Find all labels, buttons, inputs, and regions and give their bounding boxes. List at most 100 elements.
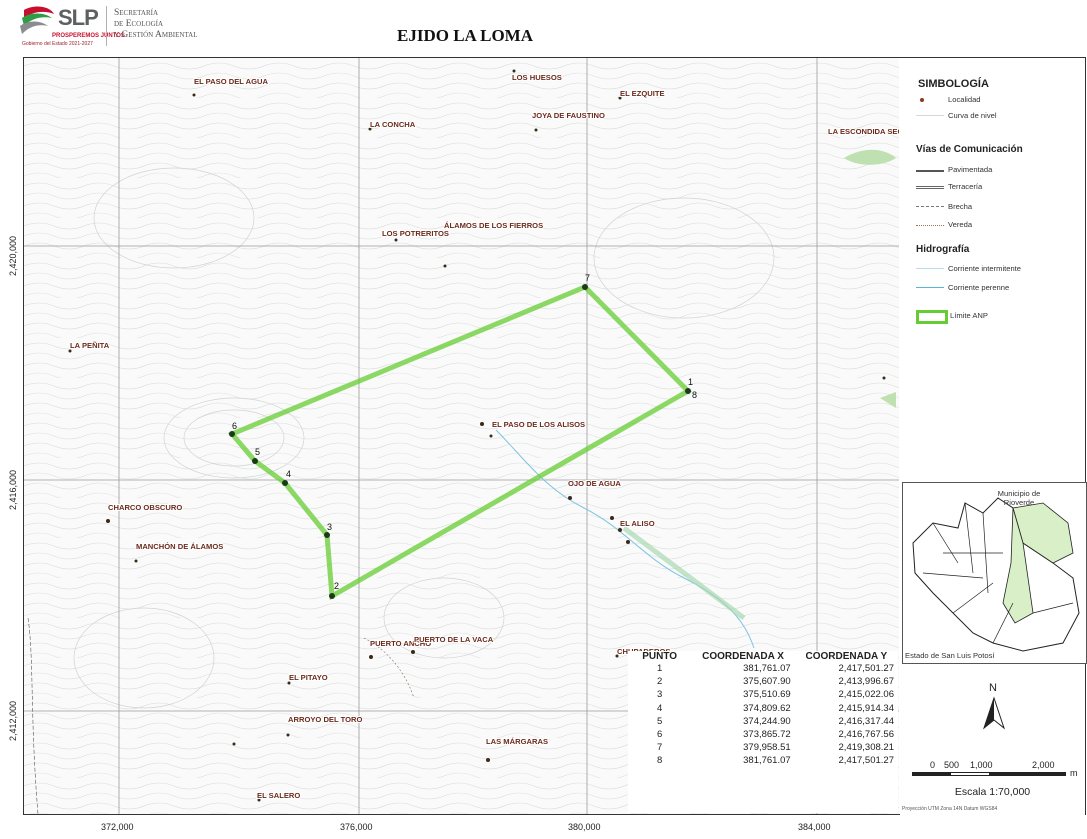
vertex-label-7: 7 <box>585 273 590 283</box>
col-header-y: COORDENADA Y <box>805 651 888 662</box>
place-label: ARROYO DEL TORO <box>288 715 362 724</box>
map-title: EJIDO LA LOMA <box>396 26 534 45</box>
place-label: JOYA DE FAUSTINO <box>532 111 605 120</box>
scale-tick: 0 <box>930 760 936 770</box>
y-tick-label: 2,412,000 <box>8 701 18 741</box>
place-label: CHARCO OBSCURO <box>108 503 182 512</box>
perennial-stream-icon <box>916 287 944 288</box>
header: SLP PROSPEREMOS JUNTOS Gobierno del Esta… <box>0 0 1087 58</box>
terraceria-road <box>27 617 39 814</box>
legend-vereda: Vereda <box>948 220 973 229</box>
scale-label: Escala 1:70,000 <box>954 786 1031 798</box>
legend-title: SIMBOLOGÍA <box>918 78 989 90</box>
x-tick-label: 376,000 <box>340 822 373 832</box>
legend-anp: Límite ANP <box>950 311 988 320</box>
municipio-label: Municipio de Rioverde <box>997 489 1041 507</box>
legend-vias-title: Vías de Comunicación <box>916 144 1023 155</box>
legend-perenne: Corriente perenne <box>948 283 1010 292</box>
y-tick-label: 2,420,000 <box>8 236 18 276</box>
contour-swirls <box>73 167 775 709</box>
vertex-label-2: 2 <box>334 581 339 591</box>
legend-brecha: Brecha <box>948 202 973 211</box>
place-label: ÁLAMOS DE LOS FIERROS <box>444 221 543 230</box>
anp-vertices <box>229 284 691 599</box>
place-label: MANCHÓN DE ÁLAMOS <box>136 542 223 551</box>
x-tick-label: 384,000 <box>798 822 831 832</box>
legend-curva: Curva de nivel <box>948 111 997 120</box>
y-axis-labels: 2,420,000 2,416,000 2,412,000 <box>8 236 18 741</box>
place-label: EL PITAYO <box>289 673 328 682</box>
vertex-label-5: 5 <box>255 447 260 457</box>
vertex-label-8: 8 <box>692 390 697 400</box>
agency-line-1: Secretaría <box>114 8 158 18</box>
place-label: LOS POTRERITOS <box>382 229 449 238</box>
contour-line-icon <box>916 115 944 116</box>
logo-text: SLP <box>58 5 99 30</box>
legend-localidad: Localidad <box>948 95 981 104</box>
logo-divider <box>106 6 107 46</box>
place-label: OJO DE AGUA <box>568 479 621 488</box>
anp-boundary-polygon[interactable] <box>227 284 693 601</box>
vertex-label-4: 4 <box>286 469 291 479</box>
dirt-road-icon <box>916 186 944 189</box>
y-tick-label: 2,416,000 <box>8 470 18 510</box>
scale-bar <box>912 772 1066 776</box>
place-label: EL PASO DE LOS ALISOS <box>492 420 585 429</box>
brecha-road <box>363 637 415 699</box>
place-label: LA ESCONDIDA SEGUNDA SECCIÓN <box>828 127 899 136</box>
place-label: LA PEÑITA <box>70 341 110 350</box>
agency-line-2: de Ecología <box>114 19 164 29</box>
vertex-label-6: 6 <box>232 421 237 431</box>
paved-road-icon <box>916 170 944 172</box>
logo-subtext: PROSPEREMOS JUNTOS <box>52 33 125 39</box>
scale-tick: 1,000 <box>970 760 993 770</box>
place-label: LAS MÁRGARAS <box>486 737 548 746</box>
vegetation-patch-2 <box>880 392 896 408</box>
intermittent-stream-icon <box>916 268 944 269</box>
vegetation-patch <box>844 149 896 165</box>
vertex-label-1: 1 <box>688 377 693 387</box>
vereda-icon <box>916 225 944 226</box>
state-label: Estado de San Luis Potosí <box>905 651 995 660</box>
place-label: EL EZQUITE <box>620 89 665 98</box>
north-arrow-icon <box>982 696 1006 730</box>
legend-intermitente: Corriente intermitente <box>948 264 1022 273</box>
vertex-label-3: 3 <box>327 522 332 532</box>
scale-tick: 500 <box>944 760 960 770</box>
x-tick-label: 372,000 <box>101 822 134 832</box>
slp-logo-icon <box>20 6 54 34</box>
place-label: EL SALERO <box>257 791 300 800</box>
place-label: EL PASO DEL AGUA <box>194 77 268 86</box>
place-label: LA CONCHA <box>370 120 416 129</box>
state-map-icon <box>912 497 1080 652</box>
x-tick-label: 380,000 <box>568 822 601 832</box>
scale-panel: N 0 500 1,000 2,000 m Escala 1:70,000 Pr… <box>900 664 1085 816</box>
projection-note: Proyección UTM Zona 14N Datum WGS84 <box>902 806 998 812</box>
agency-line-3: y Gestión Ambiental <box>114 30 198 40</box>
logo-tagline: Gobierno del Estado 2021-2027 <box>22 41 93 47</box>
place-label: EL ALISO <box>620 519 655 528</box>
legend-terraceria: Terracería <box>948 182 983 191</box>
vertex-labels: 1 2 3 4 5 6 7 8 <box>232 273 697 591</box>
place-label: PUERTO ANCHO <box>370 639 431 648</box>
place-label: LOS HUESOS <box>512 73 562 82</box>
col-header-x: COORDENADA X <box>702 651 784 662</box>
x-axis-labels: 372,000 376,000 380,000 384,000 <box>101 822 831 832</box>
brecha-icon <box>916 206 944 207</box>
col-header-punto: PUNTO <box>642 651 678 662</box>
legend-hidro-title: Hidrografía <box>916 244 970 255</box>
north-label: N <box>989 682 997 694</box>
inset-map: Municipio de Rioverde Estado de San Luis… <box>902 482 1087 664</box>
scale-unit: m <box>1070 768 1078 778</box>
anp-limit-icon <box>916 310 948 324</box>
riparian-vegetation <box>622 525 746 621</box>
scale-tick: 2,000 <box>1032 760 1055 770</box>
